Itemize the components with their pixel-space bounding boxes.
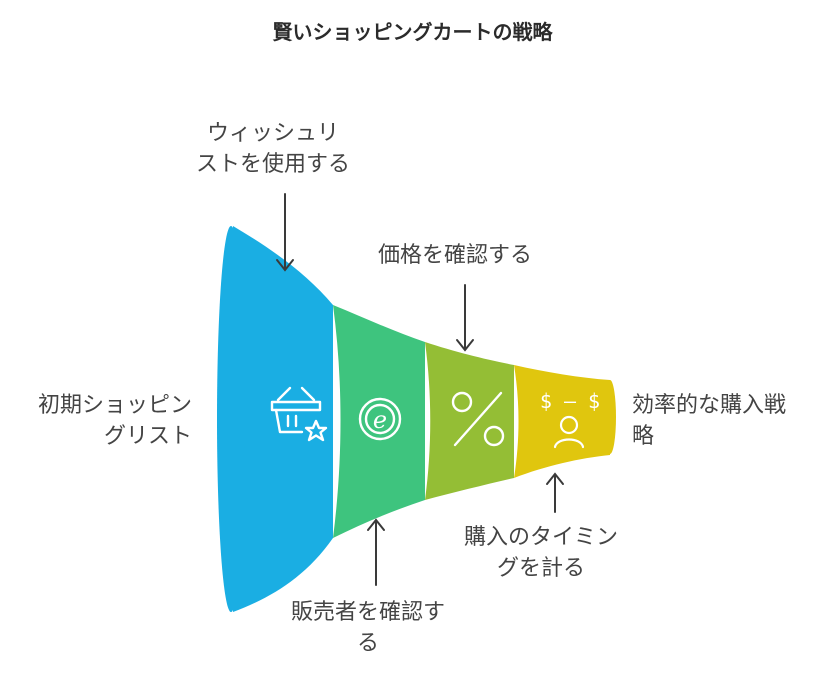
percent-icon — [451, 391, 505, 447]
person-dollar-icon — [553, 415, 585, 449]
dollar-glyphs: $ – $ — [540, 389, 600, 413]
arrow-check-price — [456, 284, 474, 352]
arrow-check-seller — [367, 518, 385, 586]
arrow-wishlist — [276, 193, 294, 272]
arrow-timing — [546, 472, 564, 513]
label-wishlist: ウィッシュリ ストを使用する — [196, 121, 351, 177]
diagram-title: 賢いショッピングカートの戦略 — [272, 20, 553, 44]
shopping-basket-star-icon — [270, 386, 328, 442]
label-check-price: 価格を確認する — [378, 243, 533, 268]
label-end: 効率的な購入戦 略 — [632, 393, 787, 449]
label-check-seller: 販売者を確認す る — [291, 600, 446, 656]
funnel-segment-wishlist — [233, 226, 333, 612]
label-timing: 購入のタイミン グを計る — [464, 525, 619, 581]
label-start: 初期ショッピン グリスト — [37, 393, 192, 449]
funnel-segment-check-price — [333, 305, 425, 538]
funnel-tail — [604, 380, 616, 454]
euro-coin-icon — [358, 397, 402, 441]
euro-glyph: e — [373, 406, 387, 434]
funnel-mouth — [217, 226, 245, 612]
funnel-segment-check-seller — [425, 342, 514, 500]
